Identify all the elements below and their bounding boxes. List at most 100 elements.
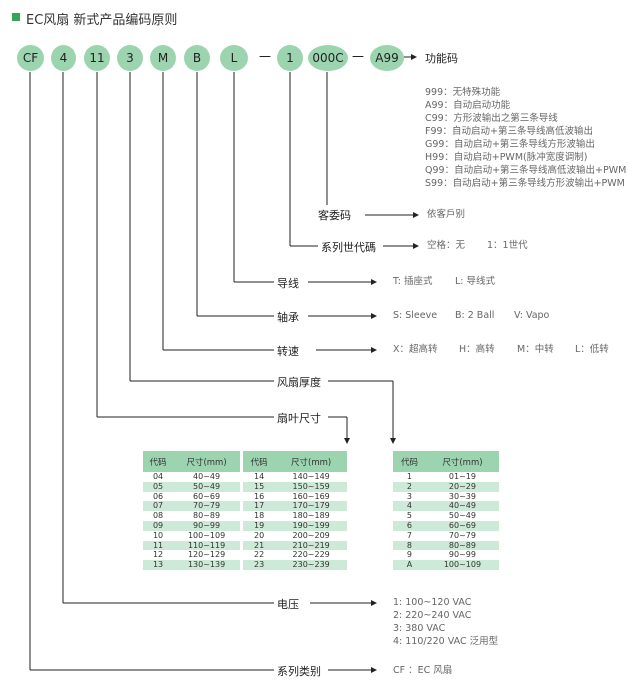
- table-cell: 140~149: [292, 472, 330, 481]
- table-cell: 190~199: [275, 520, 347, 531]
- voltage-option: 3: 380 VAC: [393, 623, 446, 634]
- voltage-option: 4: 110/220 VAC 泛用型: [393, 636, 499, 647]
- table-cell: 150~159: [275, 481, 347, 492]
- series-label: 系列类别: [274, 663, 324, 679]
- table-cell: 07: [143, 501, 174, 512]
- series-desc: CF ：EC 风扇: [393, 665, 453, 676]
- table-cell: 4: [393, 501, 426, 512]
- separator-dash: —: [259, 49, 271, 63]
- table-cell: 100~109: [187, 530, 226, 540]
- table-cell: 09: [143, 520, 174, 531]
- code-customer: 000C: [308, 45, 348, 71]
- table-cell: 13: [143, 560, 174, 570]
- table-cell: 60~69: [425, 520, 499, 531]
- table-cell: 120~129: [187, 550, 226, 560]
- page-title: EC风扇 新式产品编码原则: [26, 13, 178, 28]
- table-cell: 20~29: [425, 481, 499, 492]
- table-cell: 9: [406, 550, 412, 560]
- code-series: CF: [17, 45, 44, 71]
- table-cell: 19: [243, 520, 276, 531]
- table-cell: 3: [406, 491, 412, 501]
- table-cell: 5: [406, 511, 412, 521]
- table-cell: 21: [243, 540, 276, 551]
- table-cell: 220~229: [292, 550, 330, 560]
- table-cell: 14: [254, 472, 265, 481]
- table-cell: 10: [152, 530, 164, 540]
- voltage-desc: 1: 100~120 VAC 2: 220~240 VAC 3: 380 VAC…: [393, 596, 498, 648]
- table-row: 1 01~19: [393, 472, 499, 482]
- bearing-desc-2: V: Vapo: [514, 310, 550, 321]
- column-header: 尺寸(mm): [173, 451, 240, 472]
- table-cell: 60~69: [193, 491, 221, 501]
- table-cell: 160~169: [292, 491, 330, 501]
- table-cell: 05: [143, 481, 174, 492]
- table-cell: 17: [243, 501, 276, 512]
- table-cell: 90~99: [448, 550, 476, 560]
- function-label: 功能码: [422, 50, 461, 66]
- function-item: Q99：自动启动+第三条导线高低波输出+PWM: [425, 165, 627, 176]
- table-cell: 12: [152, 550, 164, 560]
- table-row: 10 100~109: [143, 531, 240, 541]
- table-row: 22 220~229: [243, 550, 347, 560]
- table-cell: 80~89: [193, 511, 221, 521]
- speed-label: 转速: [274, 343, 302, 359]
- bearing-desc-1: B: 2 Ball: [455, 310, 495, 321]
- column-header: 尺寸(mm): [275, 451, 347, 472]
- bearing-desc-0: S: Sleeve: [393, 310, 438, 321]
- function-item: A99：自动启动功能: [425, 100, 511, 111]
- lead-desc-1: L: 导线式: [455, 276, 496, 287]
- voltage-option: 1: 100~120 VAC: [393, 597, 472, 608]
- table-cell: 50~49: [173, 481, 240, 492]
- table-cell: 70~79: [448, 530, 476, 540]
- thickness-label: 风扇厚度: [274, 374, 324, 390]
- table-cell: 80~89: [425, 540, 499, 551]
- table-cell: 230~239: [275, 560, 347, 570]
- table-cell: 04: [152, 472, 164, 481]
- table-cell: 110~119: [173, 540, 240, 551]
- table-cell: 100~109: [425, 560, 499, 570]
- table-cell: 1: [406, 472, 412, 481]
- table-row: 04 40~49: [143, 472, 240, 482]
- table-cell: 8: [393, 540, 426, 551]
- table-header: 代码尺寸(mm): [243, 451, 347, 472]
- table-cell: 22: [254, 550, 265, 560]
- speed-desc-1: H：高转: [459, 344, 495, 355]
- table-header: 代码尺寸(mm): [143, 451, 240, 472]
- code-generation: 1: [277, 45, 303, 71]
- table-cell: 20: [254, 530, 265, 540]
- generation-label: 系列世代碼: [318, 239, 379, 255]
- table-row: 9 90~99: [393, 550, 499, 560]
- generation-desc-1: 1：1世代: [487, 240, 528, 251]
- column-header: 代码: [143, 451, 174, 472]
- table-cell: 40~49: [425, 501, 499, 512]
- code-thickness: 3: [117, 45, 143, 71]
- function-item: H99：自动启动+PWM(脉冲宽度调制): [425, 152, 588, 163]
- function-item: 999：无特殊功能: [425, 87, 501, 98]
- column-header: 代码: [243, 451, 276, 472]
- table-cell: 170~179: [275, 501, 347, 512]
- title-marker-icon: [12, 13, 20, 21]
- table-row: 14 140~149: [243, 472, 347, 482]
- speed-desc-2: M：中转: [517, 344, 554, 355]
- table-cell: 01~19: [448, 472, 476, 481]
- code-function: A99: [370, 45, 404, 71]
- table-cell: 40~49: [193, 472, 221, 481]
- blade-label: 扇叶尺寸: [274, 410, 324, 426]
- voltage-label: 电压: [274, 596, 302, 612]
